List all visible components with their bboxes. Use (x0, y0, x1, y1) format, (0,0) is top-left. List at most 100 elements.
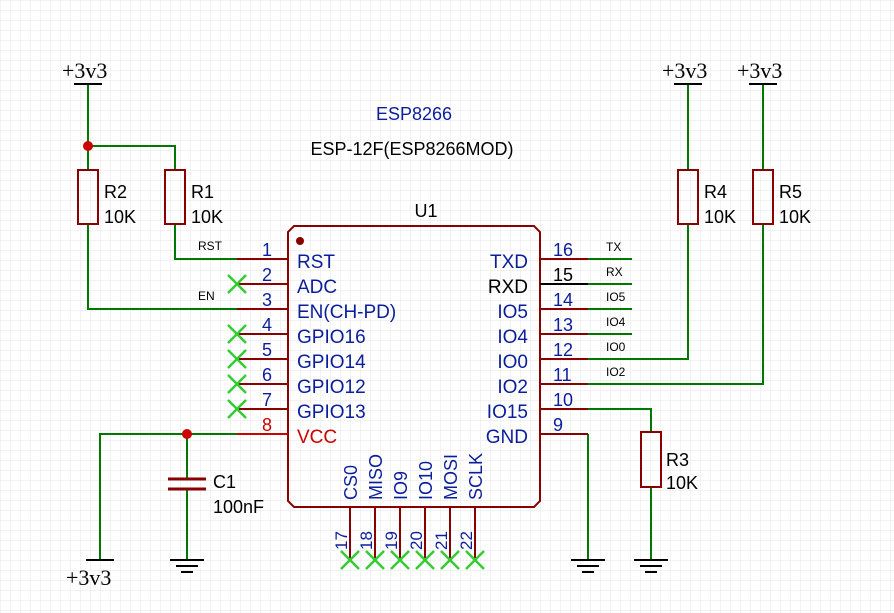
pin-number: 12 (553, 340, 573, 360)
bottom-pin-19: IO9 19 (382, 471, 411, 558)
pin-number: 22 (457, 531, 476, 550)
wire-r1-rst (174, 224, 237, 260)
pin-number: 15 (553, 265, 573, 285)
pin-name: IO10 (416, 461, 436, 500)
pin-name: RST (297, 252, 335, 273)
pin-name: RXD (488, 277, 528, 298)
pin-number: 20 (407, 531, 426, 550)
resistor-r1-value: 10K (191, 207, 223, 227)
power-label-bottom-left: +3v3 (66, 565, 111, 590)
right-pin-13: 13 IO4 (497, 315, 588, 348)
net-label-en: EN (198, 289, 215, 303)
pin-name: SCLK (466, 453, 486, 500)
noconnect-icon-pin6 (227, 374, 247, 394)
bottom-pin-18: MISO 18 (357, 454, 386, 558)
net-label-io4: IO4 (606, 315, 626, 329)
no-connect-markers (227, 274, 485, 570)
net-label-rst: RST (198, 239, 223, 253)
right-pin-14: 14 IO5 (497, 290, 588, 323)
bottom-pin-22: SCLK 22 (457, 453, 486, 558)
right-pin-10: 10 IO15 (487, 390, 588, 423)
chip-ref: U1 (414, 201, 437, 221)
resistor-r5-value: 10K (779, 207, 811, 227)
pin-number: 7 (262, 390, 272, 410)
left-pin-7: 7 GPIO13 (237, 390, 366, 423)
pin-number: 1 (262, 240, 272, 260)
chip-body (287, 225, 541, 508)
pin-number: 10 (553, 390, 573, 410)
wire-r2-en (87, 224, 237, 310)
right-pins: 16 TXD 15 RXD 14 IO5 13 IO4 12 IO0 11 IO… (486, 240, 588, 448)
ground-symbols (170, 559, 668, 573)
pin-name: IO9 (391, 471, 411, 500)
pin-number: 2 (262, 265, 272, 285)
resistor-r5-ref: R5 (779, 182, 802, 202)
pin-number: 9 (553, 415, 563, 435)
resistor-r1-ref: R1 (191, 182, 214, 202)
pin-name: TXD (490, 252, 528, 273)
pin-name: ADC (297, 277, 337, 298)
bottom-pin-21: MOSI 21 (432, 454, 461, 558)
pin-name: IO2 (497, 377, 528, 398)
wire-io2-r5 (588, 224, 764, 385)
pin-name: GPIO14 (297, 352, 366, 373)
resistor-r5 (752, 169, 774, 225)
pin-name: CS0 (341, 465, 361, 500)
resistor-r3 (640, 431, 662, 488)
pin-name: EN(CH-PD) (297, 302, 396, 323)
resistor-r3-ref: R3 (666, 450, 689, 470)
resistor-r4-value: 10K (704, 207, 736, 227)
pin-name: IO5 (497, 302, 528, 323)
right-pin-12: 12 IO0 (497, 340, 588, 373)
pin-number: 21 (432, 531, 451, 550)
right-pin-9: 9 GND (486, 415, 588, 448)
wire-io15-r3 (588, 408, 652, 432)
noconnect-icon-pin2 (227, 274, 247, 294)
right-pin-16: 16 TXD (490, 240, 588, 273)
pin-name: VCC (297, 427, 337, 448)
noconnect-icon-pin5 (227, 349, 247, 369)
pin-name: GPIO12 (297, 377, 366, 398)
left-pin-2: 2 ADC (237, 265, 337, 298)
junctions (83, 141, 192, 439)
pin-name: GPIO16 (297, 327, 366, 348)
noconnect-icon-pin21 (440, 550, 460, 570)
resistor-r4-ref: R4 (704, 182, 727, 202)
power-labels: +3v3 +3v3 +3v3 +3v3 (62, 58, 782, 590)
net-label-rx: RX (606, 265, 623, 279)
left-pin-4: 4 GPIO16 (237, 315, 366, 348)
pin-number: 13 (553, 315, 573, 335)
pin-number: 4 (262, 315, 272, 335)
chip-title: ESP8266 (376, 104, 452, 124)
left-pin-5: 5 GPIO14 (237, 340, 366, 373)
pin-number: 19 (382, 531, 401, 550)
noconnect-icon-pin7 (227, 399, 247, 419)
chip-pin1-marker (296, 237, 304, 245)
pin-number: 3 (262, 290, 272, 310)
pin-name: MISO (366, 454, 386, 500)
pin-name: GND (486, 427, 528, 448)
pin-number: 14 (553, 290, 573, 310)
resistor-r2 (77, 169, 99, 225)
pin-number: 8 (262, 415, 272, 435)
ground-symbol-r3 (634, 559, 668, 573)
bottom-pins: CS0 17 MISO 18 IO9 19 IO10 20 MOSI 21 SC… (332, 453, 486, 558)
right-pin-11: 11 IO2 (497, 365, 588, 398)
pin-number: 6 (262, 365, 272, 385)
pin-name: IO15 (487, 402, 528, 423)
power-label-top-right-b: +3v3 (737, 58, 782, 83)
chip-u1 (287, 225, 541, 508)
pin-name: IO4 (497, 327, 528, 348)
noconnect-icon-pin22 (465, 550, 485, 570)
left-pin-1: 1 RST (237, 240, 335, 273)
power-symbols (74, 83, 777, 561)
net-label-io0: IO0 (606, 340, 626, 354)
wire-io0-r4 (588, 224, 689, 360)
noconnect-icon-pin17 (340, 550, 360, 570)
left-pins: 1 RST 2 ADC 3 EN(CH-PD) 4 GPIO16 5 GPIO1… (237, 240, 396, 448)
net-label-tx: TX (606, 240, 621, 254)
pin-name: MOSI (441, 454, 461, 500)
left-pin-3: 3 EN(CH-PD) (237, 290, 396, 323)
